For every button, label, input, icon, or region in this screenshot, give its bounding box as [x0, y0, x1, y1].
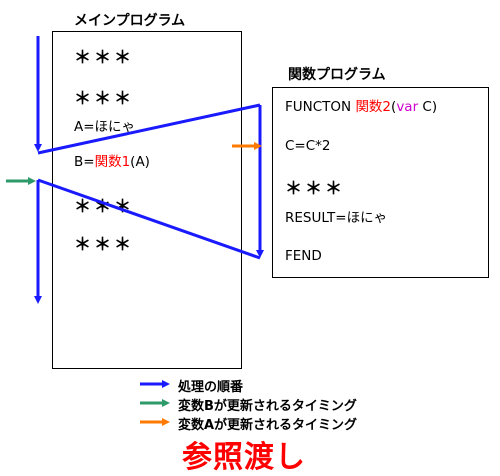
flow-line-return-to-main — [37, 178, 261, 260]
function-line-end: FEND — [285, 248, 322, 264]
decl-param: C) — [418, 99, 438, 115]
main-line-assign-a: A=ほにゃ — [74, 119, 136, 135]
main-program-label: メインプログラム — [74, 13, 186, 29]
decl-open: ( — [391, 99, 397, 115]
decl-var-keyword: var — [396, 99, 419, 115]
main-program-box — [52, 31, 242, 369]
main-line-assign-b: B=関数1(A) — [74, 154, 150, 170]
legend-var-a-update: 変数Aが更新されるタイミング — [178, 418, 358, 433]
function-line-calc: C=C*2 — [285, 138, 331, 154]
function-program-box — [272, 87, 489, 278]
diagram-title: 参照渡し — [182, 440, 306, 475]
main-line-stars-4: ＊＊＊ — [74, 235, 134, 255]
function-line-declaration: FUNCTON 関数2(var C) — [285, 99, 438, 115]
legend-process-order: 処理の順番 — [178, 380, 244, 395]
function-line-result: RESULT=ほにゃ — [285, 210, 388, 226]
main-line-stars-3: ＊＊＊ — [74, 197, 134, 217]
legend-var-b-update: 変数Bが更新されるタイミング — [178, 399, 357, 414]
function-2-name: 関数2 — [355, 99, 392, 115]
main-line-stars-1: ＊＊＊ — [74, 48, 134, 68]
function-line-stars: ＊＊＊ — [285, 179, 345, 199]
assign-b-suffix: (A) — [130, 154, 150, 170]
flow-line-call-to-function — [37, 103, 261, 155]
function-1-name: 関数1 — [94, 154, 131, 170]
function-program-label: 関数プログラム — [288, 67, 386, 83]
decl-keyword: FUNCTON — [285, 99, 356, 115]
assign-b-prefix: B= — [74, 154, 95, 170]
main-line-stars-2: ＊＊＊ — [74, 89, 134, 109]
